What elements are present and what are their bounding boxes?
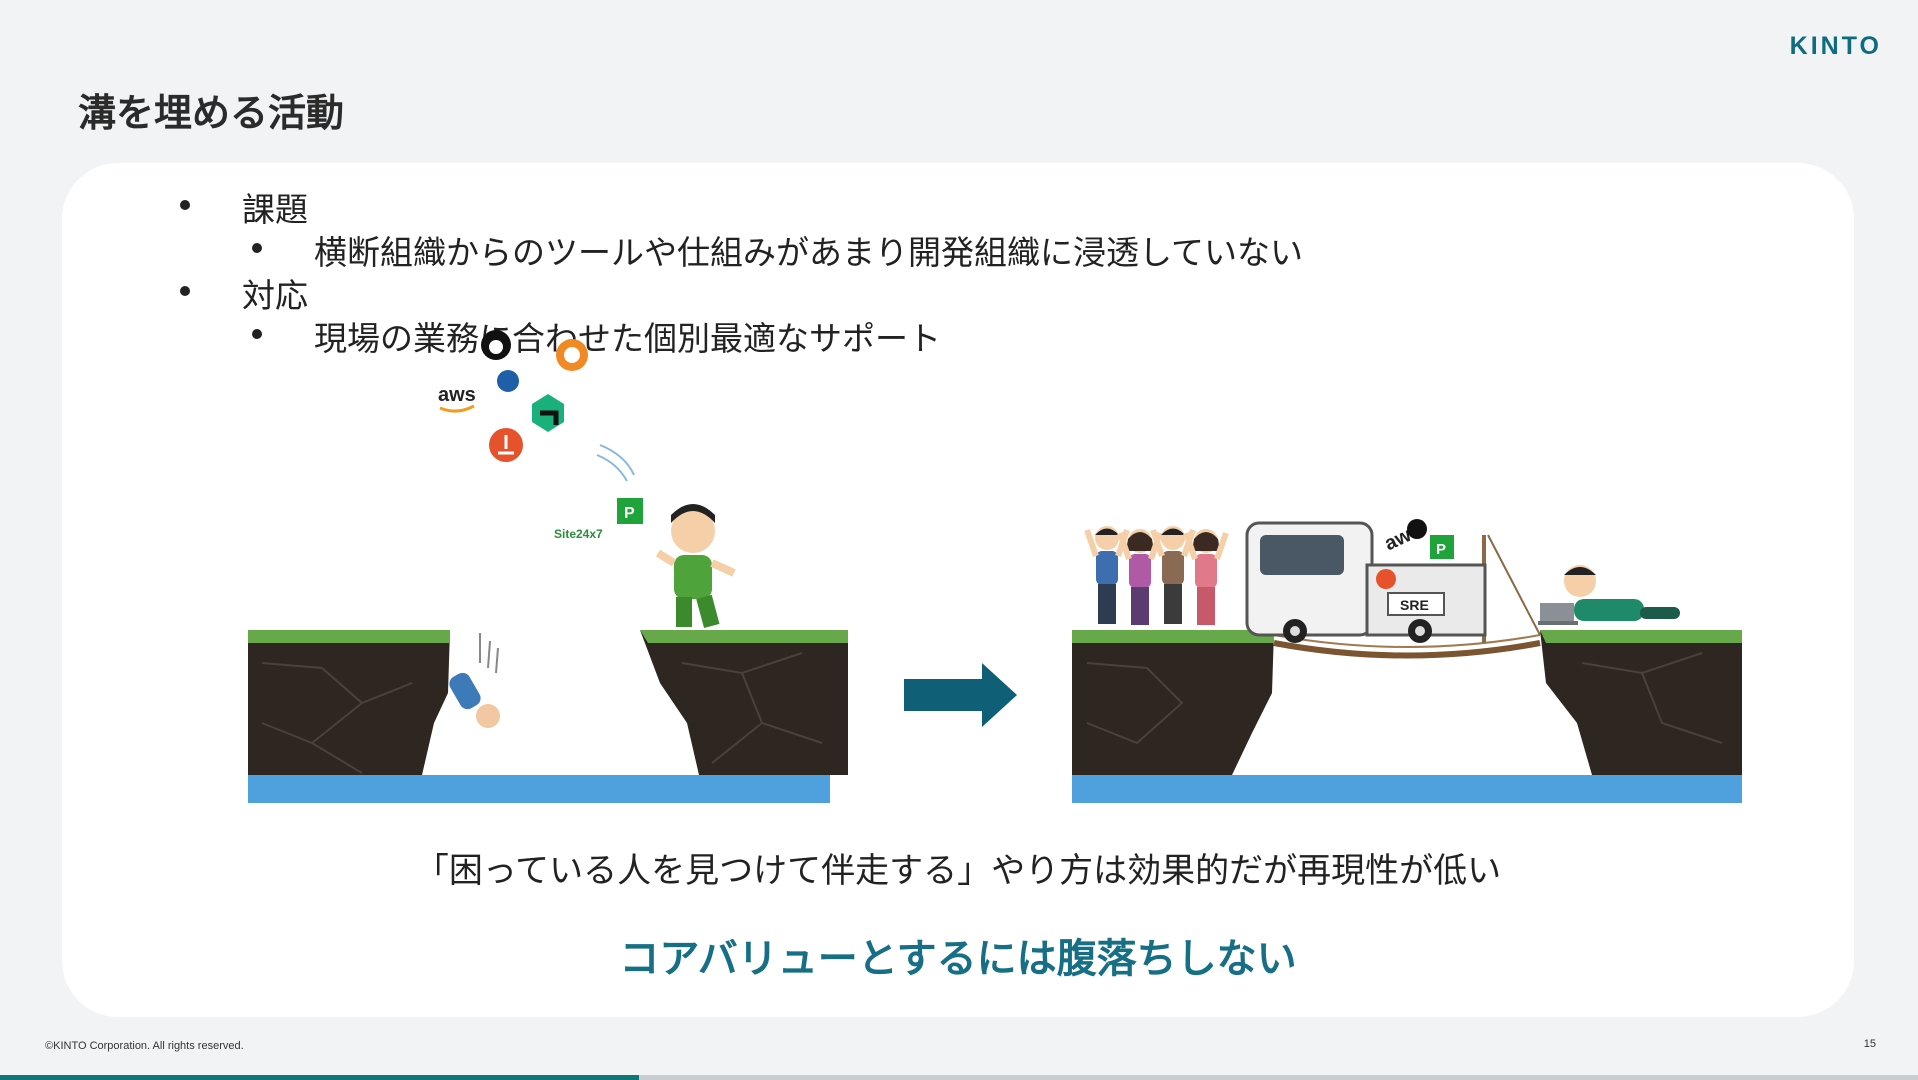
- sync-icon: [497, 370, 519, 392]
- right-scene: SRE aws P: [1072, 519, 1742, 803]
- tool-logos: aws Site24x7 P: [438, 330, 643, 541]
- bullet-text: 対応: [242, 276, 308, 315]
- kinto-logo: KINTO: [1789, 32, 1882, 60]
- bullet-text: 課題: [242, 190, 308, 229]
- water: [1072, 775, 1742, 803]
- right-arrow-icon: [904, 663, 1017, 727]
- gap-illustration: aws Site24x7 P: [248, 330, 1742, 803]
- sre-truck-icon: SRE aws P: [1245, 519, 1487, 643]
- water: [248, 775, 830, 803]
- boy-throwing-icon: [655, 504, 736, 629]
- svg-text:P: P: [1436, 541, 1446, 558]
- site24x7-logo: Site24x7: [554, 527, 603, 541]
- sub-bullet-text: 横断組織からのツールや仕組みがあまり開発組織に浸透していない: [314, 233, 1304, 272]
- quote-text: 「困っている人を見つけて伴走する」やり方は効果的だが再現性が低い: [414, 851, 1502, 891]
- right-cliff: [640, 630, 848, 775]
- svg-text:P: P: [624, 505, 635, 522]
- pagerduty-icon: [617, 498, 643, 524]
- svg-text:SRE: SRE: [1400, 597, 1429, 613]
- bullet-dot: [252, 329, 262, 339]
- progress-fill: [0, 1075, 639, 1080]
- right-cliff: [1540, 630, 1742, 775]
- bullet-dot: [180, 200, 190, 210]
- bullet-list: 課題 横断組織からのツールや仕組みがあまり開発組織に浸透していない 対応 現場の…: [62, 163, 1854, 1017]
- page-title: 溝を埋める活動: [78, 91, 345, 135]
- copyright-text: ©KINTO Corporation. All rights reserved.: [45, 1040, 244, 1052]
- bullet-dot: [180, 286, 190, 296]
- rope-bridge: [1273, 534, 1541, 659]
- left-cliff: [248, 630, 450, 775]
- left-scene: aws Site24x7 P: [248, 330, 848, 803]
- aws-logo: aws: [438, 384, 476, 406]
- progress-bar: [0, 1075, 1918, 1080]
- emphasis-text: コアバリューとするには腹落ちしない: [619, 936, 1297, 982]
- falling-person-icon: [449, 633, 500, 728]
- bullet-dot: [252, 243, 262, 253]
- sub-bullet-text: 現場の業務に合わせた個別最適なサポート: [314, 319, 941, 358]
- page-number: 15: [1863, 1038, 1876, 1050]
- left-cliff: [1072, 630, 1274, 775]
- cheering-people-icon: [1084, 526, 1229, 625]
- person-with-laptop-icon: [1538, 565, 1680, 625]
- content-card: 課題 横断組織からのツールや仕組みがあまり開発組織に浸透していない 対応 現場の…: [62, 163, 1854, 1017]
